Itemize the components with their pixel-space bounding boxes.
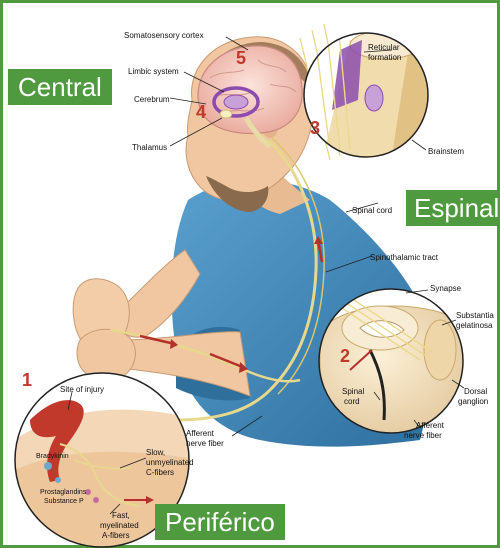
label-dorsal: Dorsal [464, 387, 487, 396]
label-spinal-cord: Spinal cord [352, 206, 392, 215]
label-cord: cord [344, 397, 360, 406]
central-level-tag: Central [8, 69, 112, 105]
label-limbic-system: Limbic system [128, 67, 179, 76]
label-inset-afferent: Afferent [416, 421, 445, 430]
label-spinal: Spinal [342, 387, 364, 396]
label-spinothalamic-tract: Spinothalamic tract [370, 253, 439, 262]
spinal-level-tag: Espinal [406, 190, 500, 226]
label-prostaglandins: Prostaglandins [40, 489, 87, 496]
label-ganglion: ganglion [458, 397, 488, 406]
label-gelatinosa: gelatinosa [456, 321, 493, 330]
label-brainstem: Brainstem [428, 147, 464, 156]
label-inset-nerve-fiber: nerve fiber [404, 431, 442, 440]
label-myelinated: myelinated [100, 521, 139, 530]
label-substantia: Substantia [456, 311, 494, 320]
label-nerve-fiber: nerve fiber [186, 439, 224, 448]
label-synapse: Synapse [430, 284, 462, 293]
number-4: 4 [196, 102, 206, 122]
label-substance-p: Substance P [44, 498, 84, 505]
label-afferent: Afferent [186, 429, 215, 438]
label-slow: Slow, [146, 448, 165, 457]
label-formation: formation [368, 53, 401, 62]
label-fast: Fast, [112, 511, 130, 520]
label-reticular: Reticular [368, 43, 400, 52]
number-3: 3 [310, 118, 320, 138]
label-unmyelinated: unmyelinated [146, 458, 194, 467]
number-2: 2 [340, 346, 350, 366]
number-1: 1 [22, 370, 32, 390]
peripheral-level-tag: Periférico [155, 504, 285, 540]
label-cerebrum: Cerebrum [134, 95, 170, 104]
label-c-fibers: C-fibers [146, 468, 174, 477]
number-5: 5 [236, 48, 246, 68]
label-site-of-injury: Site of injury [60, 385, 104, 394]
label-a-fibers: A-fibers [102, 531, 130, 540]
label-somatosensory-cortex: Somatosensory cortex [124, 31, 204, 40]
label-bradykinin: Bradykinin [36, 453, 69, 460]
label-thalamus: Thalamus [132, 143, 167, 152]
